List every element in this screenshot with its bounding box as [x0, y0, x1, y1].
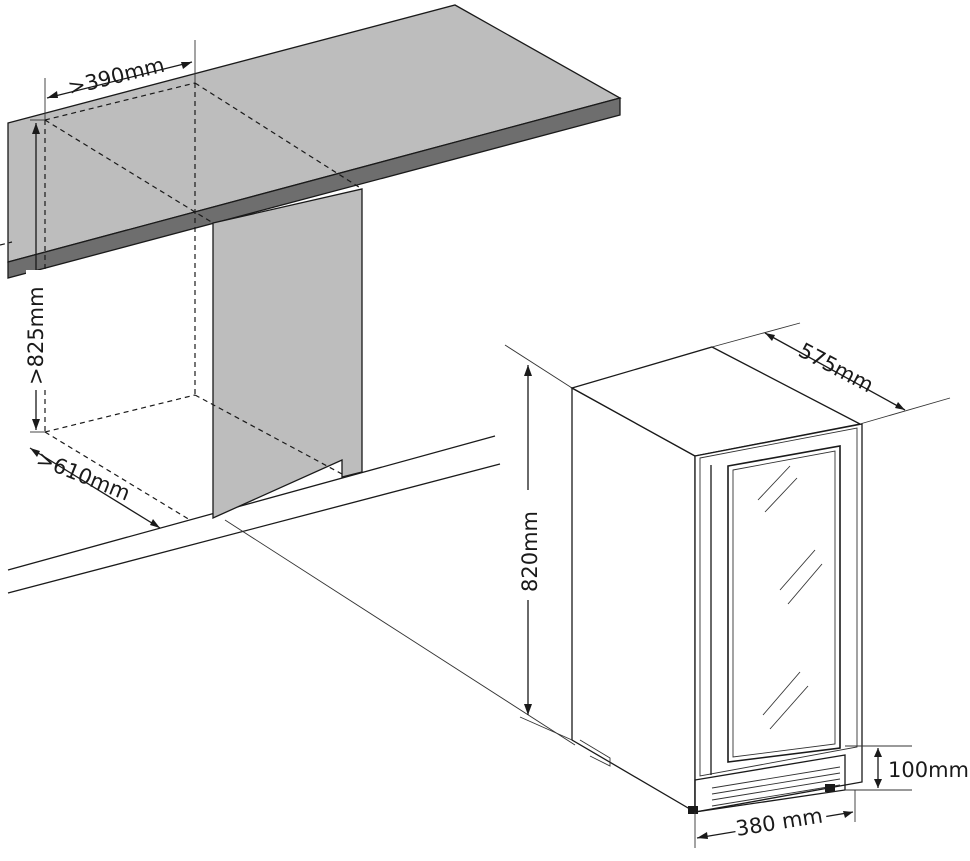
wine-cooler: 575mm 820mm 100mm [504, 320, 969, 848]
dim-plinth-height: 100mm [845, 745, 969, 791]
plinth-vent [688, 754, 846, 814]
side-panel [212, 188, 363, 520]
dim-niche-depth: >610mm [29, 446, 161, 529]
dim-niche-height: >825mm [24, 119, 48, 433]
glass-reflections [757, 465, 823, 730]
cabinet-side [571, 386, 696, 814]
glass-window [727, 445, 841, 763]
unit-height-label: 820mm [518, 511, 542, 592]
countertop-edge [7, 97, 621, 279]
niche-height-label: >825mm [24, 286, 48, 385]
plinth-height-label: 100mm [888, 758, 969, 782]
dim-unit-height: 820mm [504, 344, 573, 741]
projection-line [224, 519, 576, 746]
floor-lines [7, 435, 501, 594]
